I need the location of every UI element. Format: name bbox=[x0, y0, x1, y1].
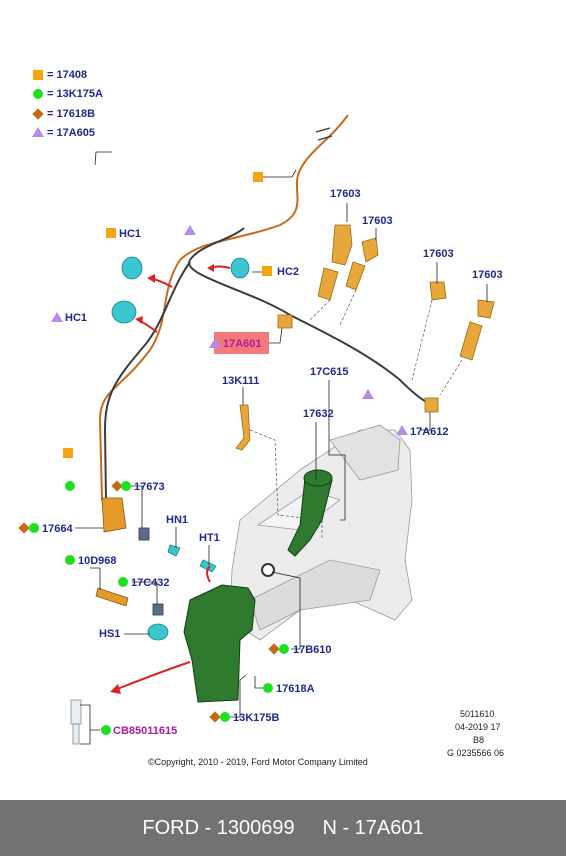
triangle-icon bbox=[396, 425, 408, 435]
square-icon bbox=[262, 266, 272, 276]
part-label: HC1 bbox=[65, 312, 88, 324]
legend-label: = 17A605 bbox=[47, 127, 96, 139]
part-label: 17632 bbox=[303, 408, 334, 420]
part-label: HS1 bbox=[99, 628, 121, 640]
diagram-illustration bbox=[70, 114, 495, 745]
part-label: 17C615 bbox=[310, 366, 349, 378]
triangle-icon bbox=[209, 338, 221, 348]
part-label: HN1 bbox=[166, 514, 189, 526]
square-icon bbox=[253, 172, 263, 182]
footer-bar: FORD - 1300699 N - 17A601 bbox=[0, 800, 566, 856]
info-line: 5011610 bbox=[460, 709, 495, 719]
part-label: HC2 bbox=[277, 266, 300, 278]
triangle-icon bbox=[51, 312, 63, 322]
triangle-icon bbox=[362, 389, 374, 399]
legend-label: = 13K175A bbox=[47, 88, 103, 100]
filler-cap bbox=[303, 469, 333, 487]
circle-icon bbox=[29, 523, 39, 533]
parts-diagram: = 17408 = 13K175A = 17618B = 17A605 1760 bbox=[18, 69, 505, 767]
square-icon bbox=[33, 70, 43, 80]
part-label: 17603 bbox=[423, 248, 454, 260]
circle-icon bbox=[121, 481, 131, 491]
circle-icon bbox=[65, 555, 75, 565]
grommet bbox=[261, 563, 275, 577]
pumps bbox=[95, 497, 129, 607]
triangle-icon bbox=[184, 225, 196, 235]
circle-icon bbox=[263, 683, 273, 693]
part-label: 17B610 bbox=[293, 644, 332, 656]
highlight-box bbox=[214, 332, 269, 354]
circle-icon bbox=[101, 725, 111, 735]
legend-label: = 17618B bbox=[47, 108, 96, 120]
nozzles bbox=[235, 224, 495, 451]
footer-title: FORD - 1300699 N - 17A601 bbox=[142, 817, 424, 839]
legend-label: = 17408 bbox=[47, 69, 88, 81]
leader-lines bbox=[75, 151, 488, 745]
square-icon bbox=[106, 228, 116, 238]
part-label: HC1 bbox=[119, 228, 142, 240]
part-label: CB85011615 bbox=[113, 725, 178, 737]
hose-orange bbox=[98, 114, 349, 511]
hc-parts bbox=[111, 256, 250, 641]
part-label: 17A612 bbox=[410, 426, 449, 438]
part-label-highlighted: 17A601 bbox=[223, 338, 262, 350]
circle-icon bbox=[220, 712, 230, 722]
part-label: 17C432 bbox=[131, 577, 170, 589]
small-parts bbox=[138, 527, 164, 616]
sensor-cb bbox=[70, 699, 82, 745]
part-label: 17673 bbox=[134, 481, 165, 493]
part-label: 17618A bbox=[276, 683, 315, 695]
circle-icon bbox=[279, 644, 289, 654]
hose-break bbox=[315, 127, 333, 141]
part-label: 10D968 bbox=[78, 555, 117, 567]
info-line: G 0235566 06 bbox=[447, 748, 505, 758]
part-label: HT1 bbox=[199, 532, 220, 544]
part-label: 17603 bbox=[330, 188, 361, 200]
red-arrowheads bbox=[110, 264, 214, 694]
circle-icon bbox=[118, 577, 128, 587]
body-structure bbox=[229, 424, 413, 641]
info-line: B8 bbox=[473, 735, 485, 745]
info-line: 04-2019 17 bbox=[455, 722, 501, 732]
square-icon bbox=[63, 448, 73, 458]
part-label: 17603 bbox=[362, 215, 393, 227]
triangle-icon bbox=[32, 127, 44, 137]
part-label: 17603 bbox=[472, 269, 503, 281]
washer-reservoir bbox=[183, 471, 333, 703]
circle-icon bbox=[33, 89, 43, 99]
part-label: 17664 bbox=[42, 523, 73, 535]
copyright-text: ©Copyright, 2010 - 2019, Ford Motor Comp… bbox=[148, 757, 368, 767]
circle-icon bbox=[65, 481, 75, 491]
part-label: 13K111 bbox=[222, 375, 260, 387]
part-label: 13K175B bbox=[233, 712, 280, 724]
